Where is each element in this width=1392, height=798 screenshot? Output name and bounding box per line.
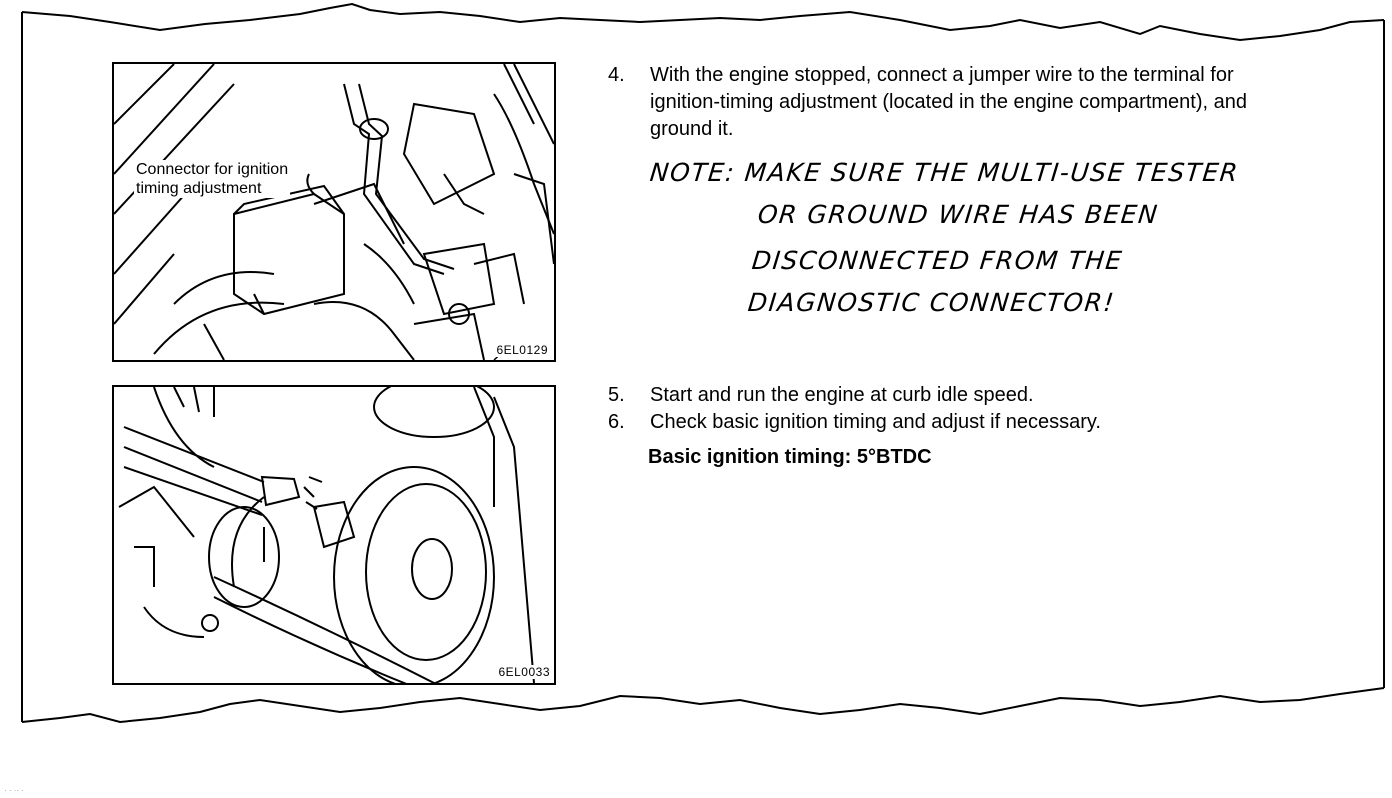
step-item: 6. Check basic ignition timing and adjus…: [608, 409, 1308, 436]
steps-5-6: 5. Start and run the engine at curb idle…: [608, 382, 1308, 436]
step-text: With the engine stopped, connect a jumpe…: [650, 64, 1247, 140]
step-text: Start and run the engine at curb idle sp…: [650, 384, 1034, 406]
timing-light-illustration: 6EL0033: [112, 385, 556, 685]
timing-light-drawing: [118, 387, 535, 683]
handwritten-note-line-3: DISCONNECTED FROM THE: [750, 246, 1125, 275]
step-4: 4. With the engine stopped, connect a ju…: [608, 62, 1298, 143]
callout-line-2: timing adjustment: [136, 180, 262, 197]
handwritten-note-line-4: DIAGNOSTIC CONNECTOR!: [746, 288, 1117, 317]
step-number: 4.: [608, 64, 625, 86]
figure-code: 6EL0033: [498, 665, 550, 679]
connector-callout: Connector for ignition timing adjustment: [134, 160, 291, 198]
handwritten-note-line-1: NOTE: MAKE SURE THE MULTI-USE TESTER: [648, 158, 1241, 187]
step-number: 5.: [608, 384, 625, 406]
handwritten-note-line-2: OR GROUND WIRE HAS BEEN: [756, 200, 1161, 229]
connector-illustration: Connector for ignition timing adjustment…: [112, 62, 556, 362]
step-item: 4. With the engine stopped, connect a ju…: [608, 62, 1298, 143]
step-text: Check basic ignition timing and adjust i…: [650, 411, 1101, 433]
step-number: 6.: [608, 411, 625, 433]
callout-line-1: Connector for ignition: [136, 161, 289, 178]
timing-spec: Basic ignition timing: 5°BTDC: [648, 446, 932, 468]
scan-specks: · · ·· ·: [4, 786, 24, 795]
step-item: 5. Start and run the engine at curb idle…: [608, 382, 1308, 409]
figure-code: 6EL0129: [496, 343, 548, 357]
engine-bay-drawing: [114, 64, 554, 360]
